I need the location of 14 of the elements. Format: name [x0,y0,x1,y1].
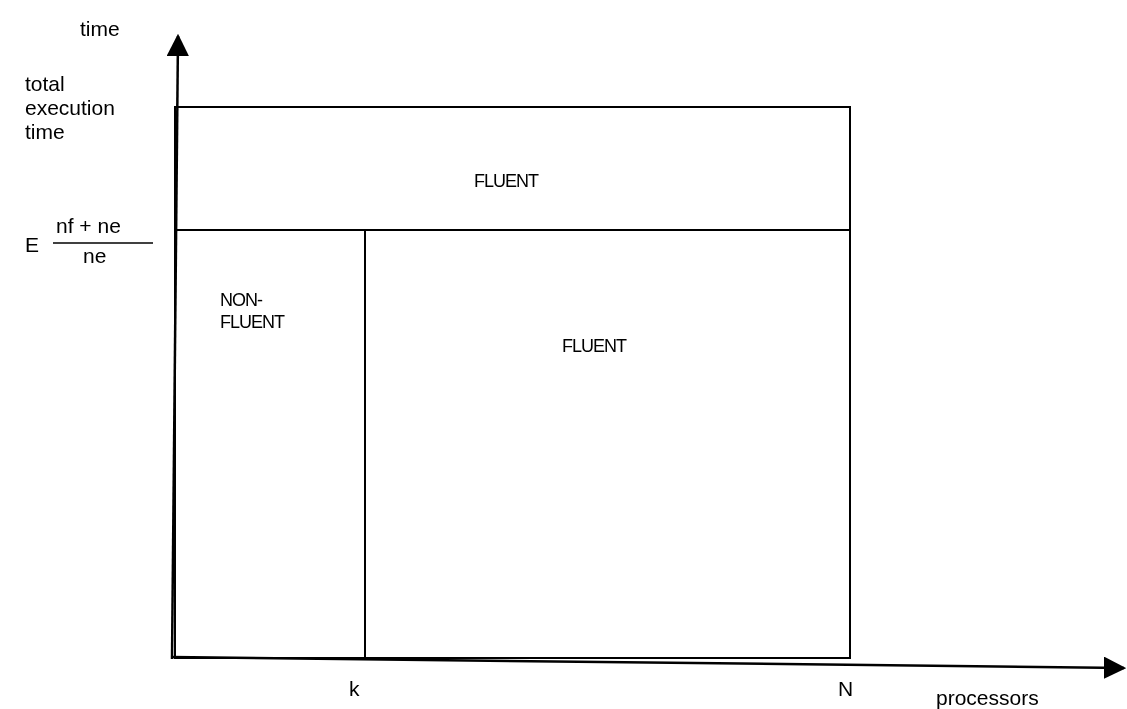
region-box [174,106,851,231]
tick-label: k [349,677,360,701]
tick-label: N [838,677,854,701]
axis-title: time [80,17,120,41]
variable-label: E [25,233,39,257]
region-label: NON- FLUENT [220,289,286,333]
region-label: FLUENT [474,170,540,192]
axis-title: processors [936,686,1039,709]
fraction-numerator: nf + ne [56,214,121,238]
fraction-denominator: ne [83,244,107,268]
region-label: FLUENT [562,335,628,357]
axis-annotation: total execution time [25,72,116,144]
region-box [364,229,851,659]
region-box [174,229,366,659]
